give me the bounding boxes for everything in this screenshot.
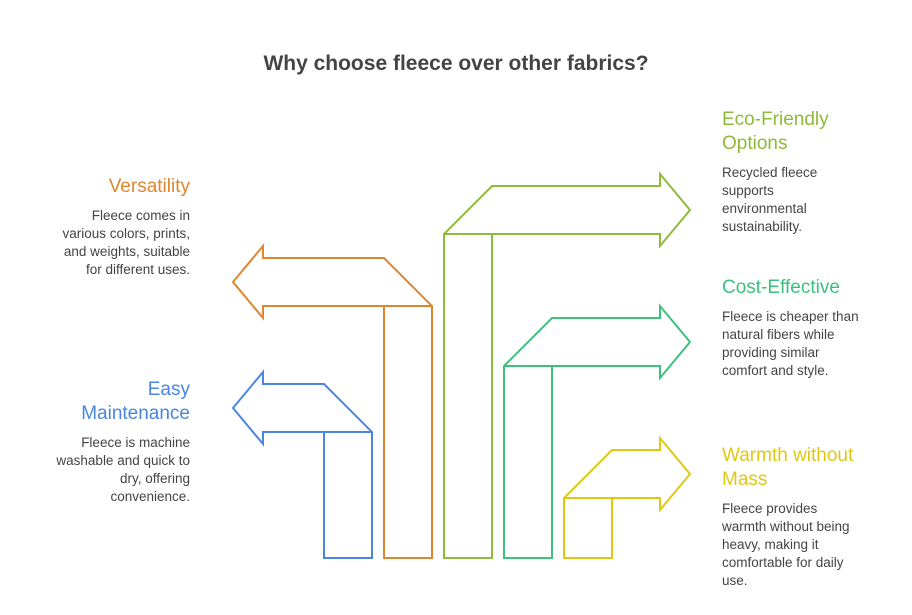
item-description: Fleece is machine washable and quick to … — [56, 435, 190, 504]
item-heading: Warmth without Mass — [722, 445, 854, 490]
item-warmth: Warmth without Mass Fleece provides warm… — [722, 444, 862, 590]
item-heading: Easy Maintenance — [81, 379, 190, 424]
yellow-arrow — [563, 435, 692, 559]
item-description: Fleece comes in various colors, prints, … — [62, 208, 190, 277]
item-easy-maintenance: Easy Maintenance Fleece is machine washa… — [50, 378, 190, 506]
item-description: Fleece provides warmth without being hea… — [722, 501, 850, 588]
item-versatility: Versatility Fleece comes in various colo… — [50, 175, 190, 279]
item-heading: Versatility — [108, 176, 190, 197]
teal-arrow — [503, 303, 692, 559]
item-heading: Eco-Friendly Options — [722, 109, 829, 154]
item-description: Fleece is cheaper than natural fibers wh… — [722, 309, 859, 378]
item-heading: Cost-Effective — [722, 277, 840, 298]
item-description: Recycled fleece supports environmental s… — [722, 165, 818, 234]
orange-arrow — [231, 243, 433, 559]
diagram-title: Why choose fleece over other fabrics? — [263, 52, 649, 75]
item-eco-friendly: Eco-Friendly Options Recycled fleece sup… — [722, 108, 857, 236]
lime-arrow — [443, 171, 692, 559]
blue-arrow — [231, 369, 373, 559]
item-cost-effective: Cost-Effective Fleece is cheaper than na… — [722, 276, 862, 380]
